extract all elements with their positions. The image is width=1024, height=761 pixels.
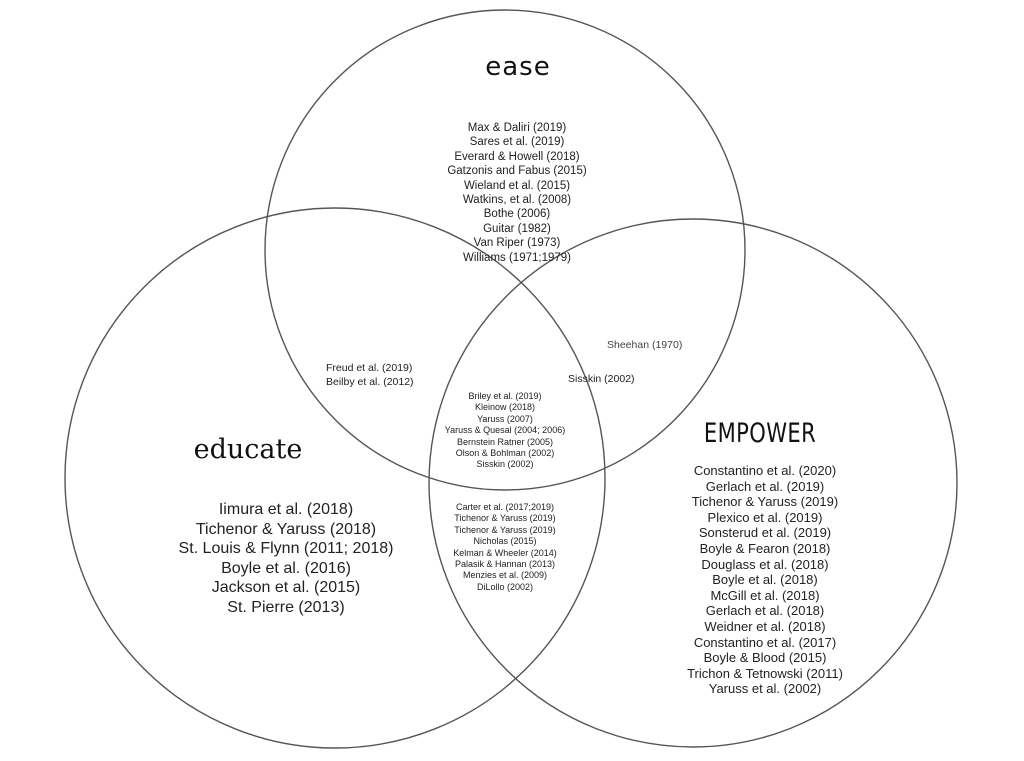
reference-item: Trichon & Tetnowski (2011) (687, 665, 843, 681)
reference-item: Palasik & Hannan (2013) (454, 559, 556, 570)
reference-item: Yaruss et al. (2002) (708, 681, 822, 697)
set-label-educate: educate (193, 434, 303, 465)
reference-item: St. Pierre (2013) (227, 598, 345, 616)
reference-item: Van Riper (1973) (473, 237, 561, 250)
set-label-empower: EMPOWER (703, 418, 817, 449)
reference-item: Iimura et al. (2018) (218, 501, 354, 518)
reference-item: Yaruss (2007) (477, 413, 533, 424)
reference-item: Max & Daliri (2019) (467, 122, 567, 134)
region-ease-educate: Freud et al. (2019) Beilby et al. (2012) (326, 361, 466, 389)
reference-item: Tichenor & Yaruss (2019) (691, 494, 839, 510)
region-educate-only: Iimura et al. (2018) Tichenor & Yaruss (2… (126, 500, 446, 618)
reference-item: Tichenor & Yaruss (2018) (195, 520, 377, 538)
reference-item: Carter et al. (2017;2019) (455, 502, 555, 512)
region-empower-only: Constantino et al. (2020)Gerlach et al. … (620, 463, 910, 697)
reference-item: Yaruss & Quesal (2004; 2006) (444, 425, 566, 436)
region-ease-empower-item: Sisskin (2002) (568, 373, 635, 385)
reference-item: Freud et al. (2019) (326, 362, 413, 374)
reference-item: Plexico et al. (2019) (707, 509, 823, 525)
reference-item: Olson & Bohlman (2002) (455, 448, 555, 459)
reference-item: Bernstein Ratner (2005) (456, 436, 554, 447)
reference-item: Douglass et al. (2018) (701, 556, 829, 572)
reference-item: St. Louis & Flynn (2011; 2018) (178, 540, 394, 558)
reference-item: Watkins, et al. (2008) (462, 194, 572, 207)
reference-item: Briley et al. (2019) (468, 391, 542, 401)
reference-item: Sisskin (2002) (476, 459, 534, 470)
circle-ease (264, 9, 746, 491)
reference-item: McGill et al. (2018) (710, 587, 820, 603)
reference-item: Kelman & Wheeler (2014) (453, 547, 557, 558)
reference-item: Williams (1971;1979) (462, 251, 571, 264)
reference-item: Bothe (2006) (483, 208, 551, 221)
reference-item: Jackson et al. (2015) (211, 579, 361, 597)
region-all-three: Briley et al. (2019)Kleinow (2018)Yaruss… (420, 391, 590, 471)
reference-item: Constantino et al. (2020) (693, 463, 837, 478)
reference-item: Kleinow (2018) (474, 402, 536, 413)
reference-item: Tichenor & Yaruss (2019) (454, 513, 556, 524)
reference-item: Weidner et al. (2018) (704, 618, 826, 634)
reference-item: Wieland et al. (2015) (463, 179, 571, 192)
reference-item: Boyle et al. (2018) (712, 572, 818, 588)
reference-item: Sares et al. (2019) (469, 136, 565, 149)
reference-item: Sonsterud et al. (2019) (698, 525, 832, 541)
reference-item: Gerlach et al. (2018) (705, 603, 825, 619)
reference-item: Menzies et al. (2009) (462, 570, 548, 581)
reference-item: DiLollo (2002) (476, 581, 534, 592)
reference-item: Everard & Howell (2018) (454, 150, 580, 163)
reference-item: Boyle et al. (2016) (221, 559, 351, 577)
reference-item: Beilby et al. (2012) (326, 376, 414, 388)
reference-item: Nicholas (2015) (473, 536, 537, 547)
reference-item: Guitar (1982) (483, 222, 551, 235)
reference-item: Gatzonis and Fabus (2015) (447, 165, 587, 178)
set-label-ease: ease (485, 52, 551, 82)
reference-item: Tichenor & Yaruss (2019) (454, 524, 556, 535)
region-educate-empower: Carter et al. (2017;2019)Tichenor & Yaru… (420, 502, 590, 593)
region-ease-empower-item: Sheehan (1970) (607, 339, 683, 351)
circle-educate (64, 207, 606, 749)
reference-item: Constantino et al. (2017) (693, 634, 837, 650)
circle-empower (428, 218, 958, 748)
reference-item: Boyle & Fearon (2018) (699, 540, 831, 556)
reference-item: Gerlach et al. (2019) (705, 478, 825, 494)
region-ease-only: Max & Daliri (2019) Sares et al. (2019)Ev… (372, 121, 662, 265)
reference-item: Boyle & Blood (2015) (703, 650, 827, 666)
